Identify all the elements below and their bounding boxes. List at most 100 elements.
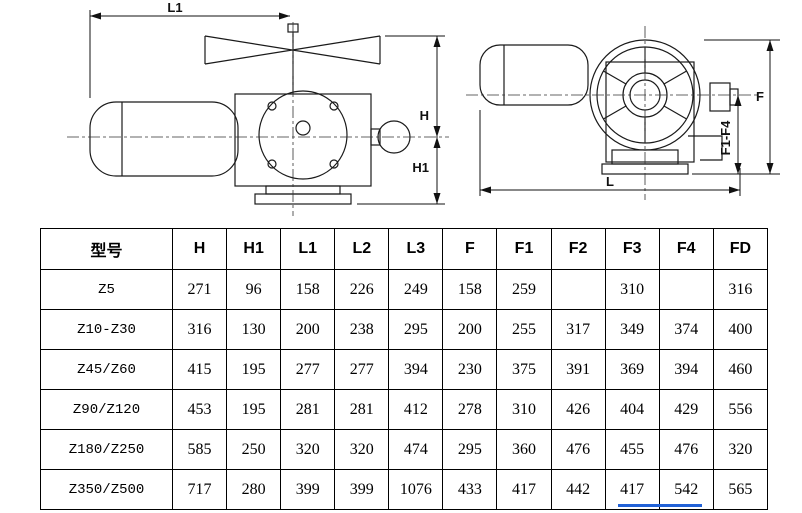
dim-label-l1: L1: [167, 0, 182, 15]
model-cell: Z5: [40, 269, 173, 310]
handwheel-spokes: [603, 47, 687, 143]
value-cell: [550, 269, 606, 310]
value-cell: 158: [280, 269, 336, 310]
bolt-hole: [267, 159, 277, 169]
value-cell: 374: [658, 309, 714, 350]
value-cell: 278: [442, 389, 498, 430]
value-cell: 281: [334, 389, 390, 430]
value-cell: 316: [712, 269, 769, 310]
value-cell: 360: [496, 429, 552, 470]
column-header: 型号: [40, 228, 173, 270]
column-header: L1: [280, 228, 336, 270]
mounting-bracket: [688, 135, 723, 161]
bolt-hole: [267, 101, 277, 111]
value-cell: 271: [171, 269, 228, 310]
value-cell: 320: [334, 429, 390, 470]
value-cell: 556: [712, 389, 769, 430]
value-cell: 316: [171, 309, 228, 350]
value-cell: 1076: [388, 469, 444, 510]
dim-label-h1: H1: [412, 160, 429, 175]
value-cell: 96: [226, 269, 282, 310]
value-cell: 391: [550, 349, 606, 390]
motor-body: [479, 44, 589, 106]
column-header: L2: [334, 228, 390, 270]
column-header: F: [442, 228, 498, 270]
gearbox-body: [234, 93, 372, 187]
value-cell: 455: [604, 429, 660, 470]
value-cell: 259: [496, 269, 552, 310]
model-cell: Z90/Z120: [40, 389, 173, 430]
value-cell: 195: [226, 349, 282, 390]
cursor-underline: [618, 504, 702, 507]
model-cell: Z45/Z60: [40, 349, 173, 390]
value-cell: 474: [388, 429, 444, 470]
value-cell: 200: [442, 309, 498, 350]
value-cell: 238: [334, 309, 390, 350]
value-cell: 277: [334, 349, 390, 390]
value-cell: 195: [226, 389, 282, 430]
value-cell: 429: [658, 389, 714, 430]
dim-label-h: H: [420, 108, 429, 123]
bolt-hole: [329, 159, 339, 169]
dim-label-f: F: [756, 89, 764, 104]
value-cell: 295: [442, 429, 498, 470]
value-cell: 226: [334, 269, 390, 310]
model-cell: Z180/Z250: [40, 429, 173, 470]
column-header: F1: [496, 228, 552, 270]
dimension-arrows: [480, 40, 774, 194]
centerlines: [67, 22, 449, 216]
value-cell: [658, 269, 714, 310]
value-cell: 349: [604, 309, 660, 350]
value-cell: 400: [712, 309, 769, 350]
column-header: L3: [388, 228, 444, 270]
model-cell: Z10-Z30: [40, 309, 173, 350]
column-header: H1: [226, 228, 282, 270]
bolt-hole: [329, 101, 339, 111]
value-cell: 375: [496, 349, 552, 390]
value-cell: 369: [604, 349, 660, 390]
gearbox-face-plate: [258, 90, 348, 180]
column-header: F3: [604, 228, 660, 270]
value-cell: 399: [280, 469, 336, 510]
value-cell: 317: [550, 309, 606, 350]
value-cell: 476: [658, 429, 714, 470]
column-header: F4: [658, 228, 714, 270]
value-cell: 442: [550, 469, 606, 510]
value-cell: 130: [226, 309, 282, 350]
value-cell: 320: [280, 429, 336, 470]
column-header: FD: [712, 228, 769, 270]
terminal-box: [709, 82, 731, 112]
value-cell: 158: [442, 269, 498, 310]
model-cell: Z350/Z500: [40, 469, 173, 510]
dimension-arrows: [90, 12, 441, 204]
dim-label-f1-f4: F1-F4: [718, 120, 733, 155]
value-cell: 295: [388, 309, 444, 350]
value-cell: 585: [171, 429, 228, 470]
value-cell: 417: [496, 469, 552, 510]
value-cell: 249: [388, 269, 444, 310]
value-cell: 281: [280, 389, 336, 430]
gearbox-body: [605, 61, 695, 163]
value-cell: 565: [712, 469, 769, 510]
value-cell: 255: [496, 309, 552, 350]
value-cell: 277: [280, 349, 336, 390]
dim-label-l: L: [606, 174, 614, 189]
value-cell: 320: [712, 429, 769, 470]
value-cell: 230: [442, 349, 498, 390]
base-neck: [265, 185, 341, 195]
column-header: H: [171, 228, 228, 270]
value-cell: 394: [658, 349, 714, 390]
value-cell: 542: [658, 469, 714, 510]
base-flange: [254, 193, 352, 205]
side-view-drawing: F F1-F4 L: [466, 26, 780, 200]
value-cell: 453: [171, 389, 228, 430]
